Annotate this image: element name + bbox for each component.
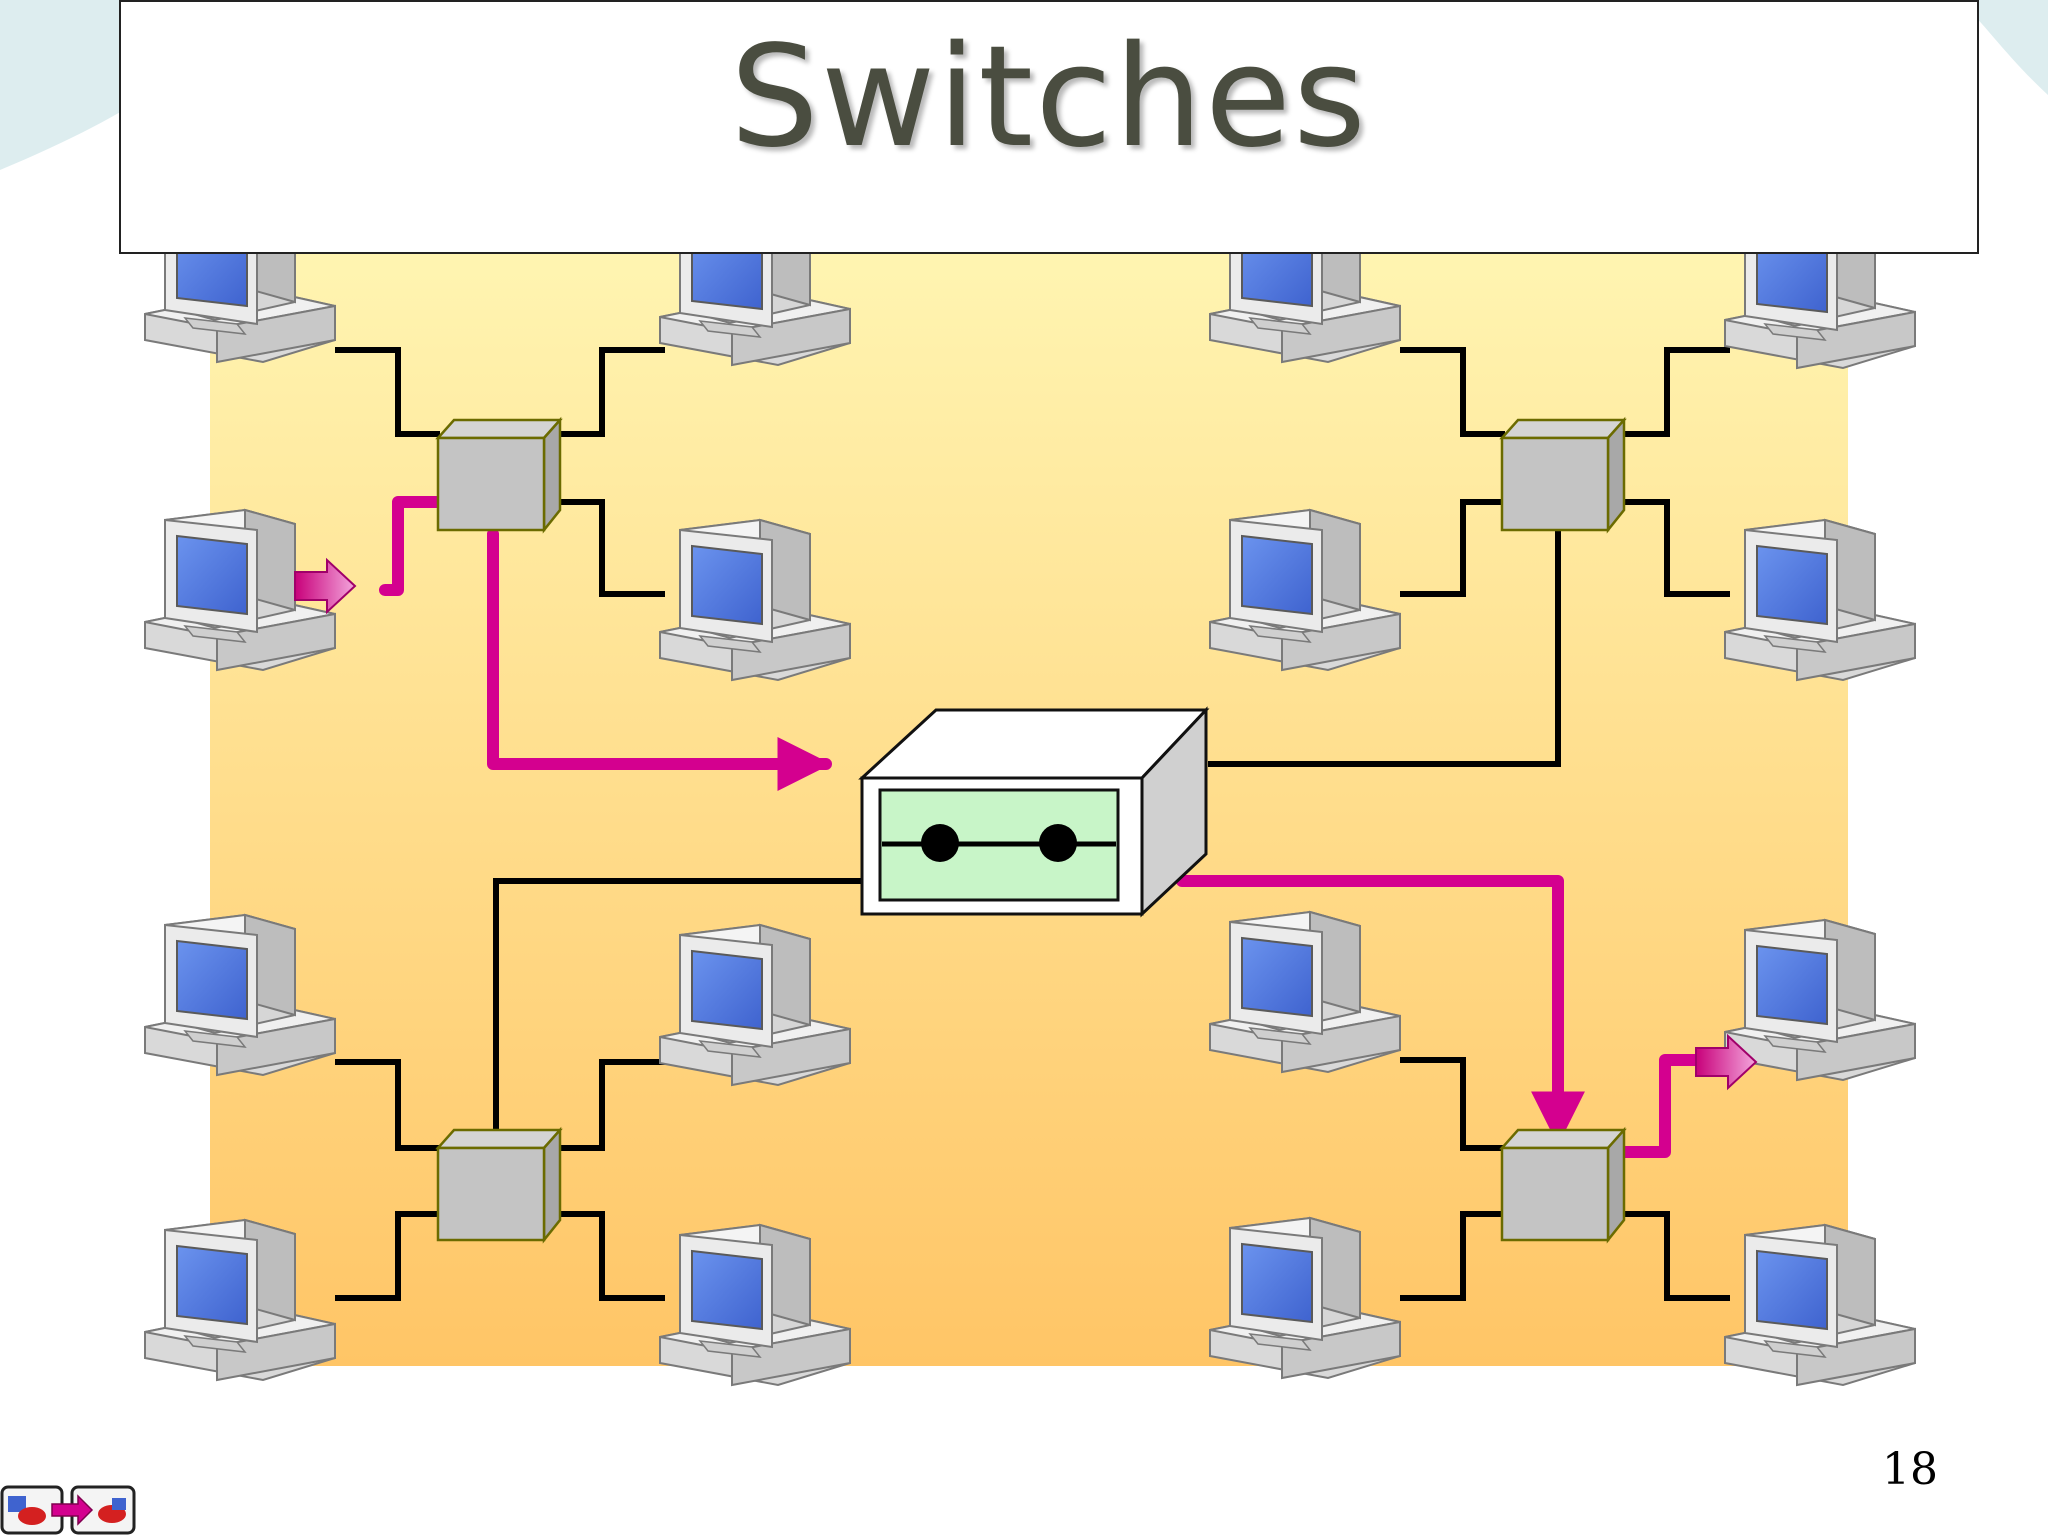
hub-icon [1500, 1128, 1626, 1242]
computer-icon [1724, 919, 1916, 1081]
nav-icon[interactable] [51, 1485, 136, 1535]
computer-icon [1724, 519, 1916, 681]
computer-icon [1724, 1224, 1916, 1386]
decorative-wave-right [1960, 0, 2048, 95]
cables [335, 347, 1730, 1301]
nav-icon[interactable] [0, 1485, 64, 1535]
page-number: 18 [1882, 1444, 1938, 1495]
data-path [379, 496, 1706, 1158]
hub-icon [436, 1128, 562, 1242]
hub-icon [436, 418, 562, 532]
hub-icon [1500, 418, 1626, 532]
slide-navigation[interactable] [0, 1484, 140, 1536]
title-box: Switches [119, 0, 1979, 254]
slide-title: Switches [730, 15, 1368, 179]
central-switch-icon [858, 706, 1210, 918]
